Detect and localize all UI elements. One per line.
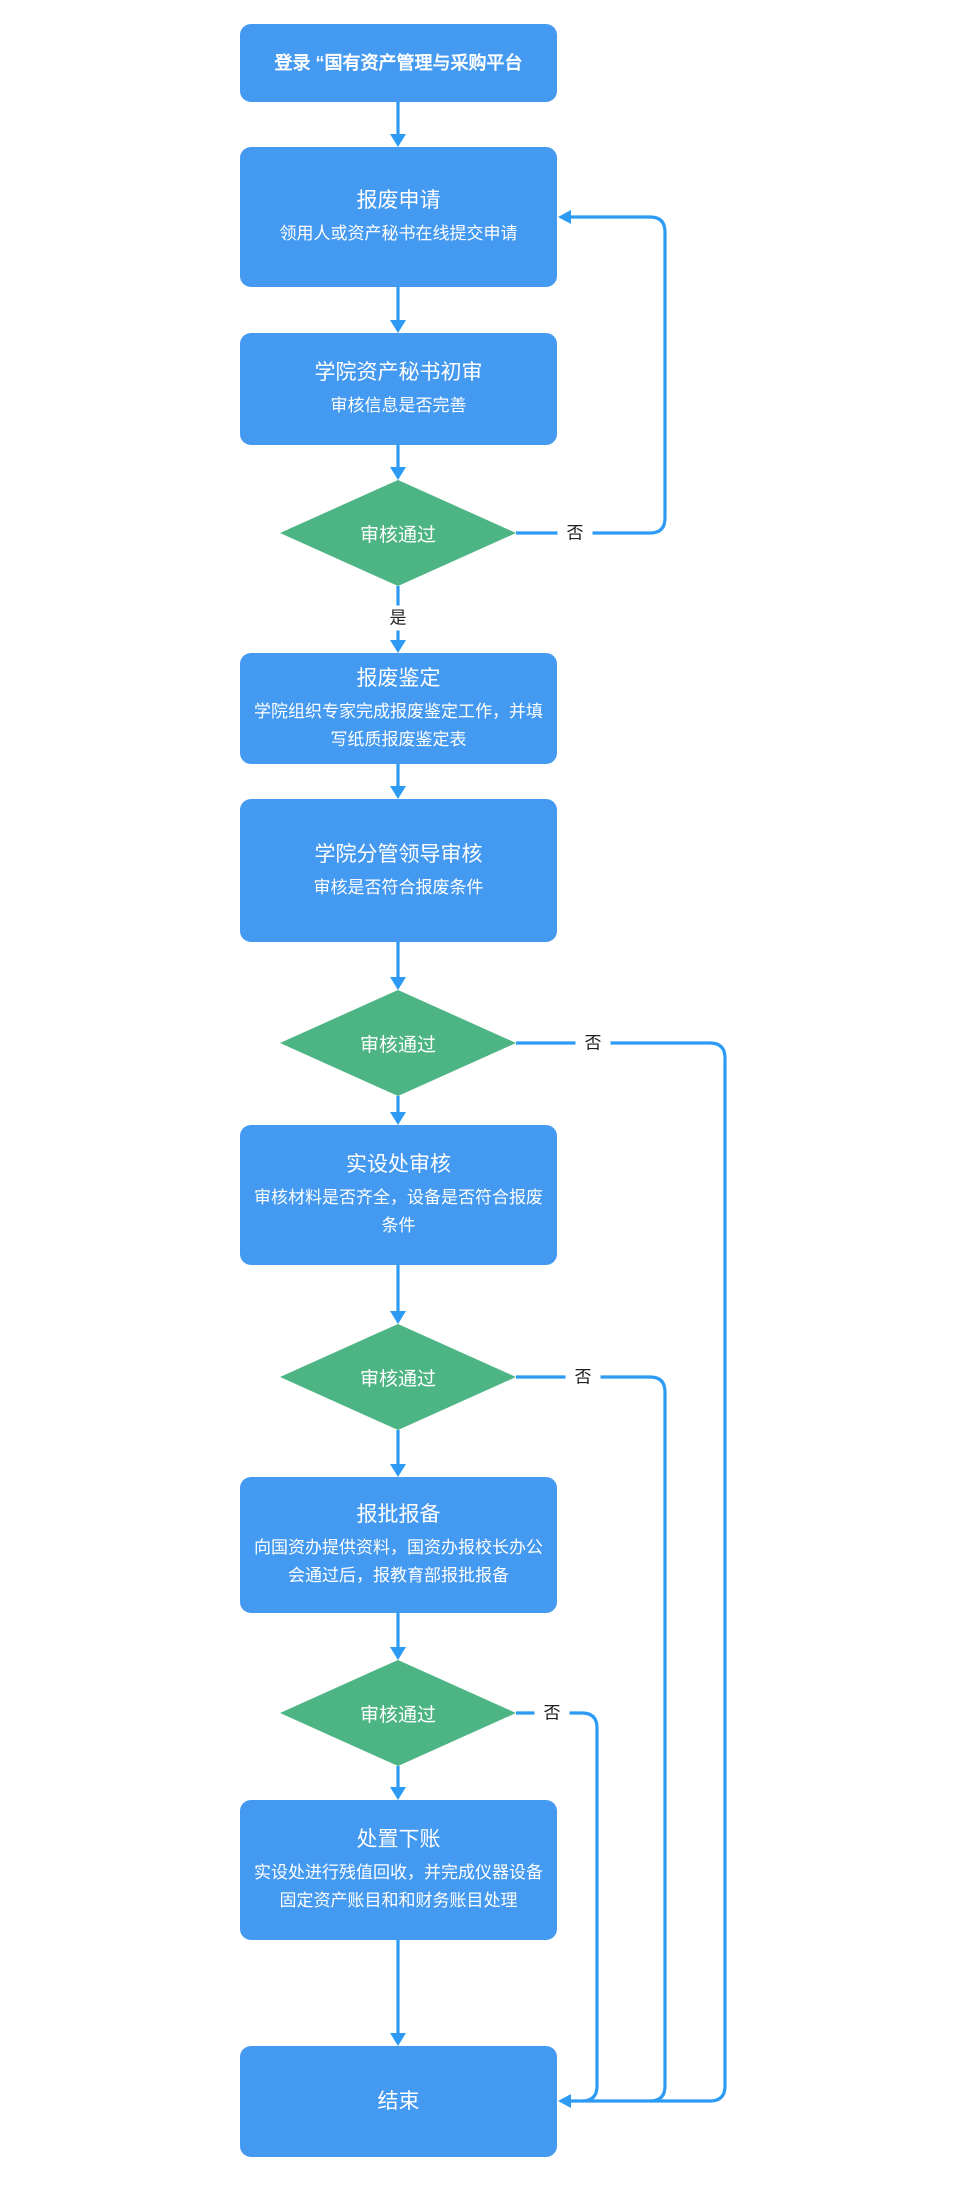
node-end: 结束: [240, 2046, 557, 2157]
node-decision-1-title: 审核通过: [359, 524, 436, 546]
branch-label-no-2: 否: [575, 1030, 611, 1056]
node-decision-2-title: 审核通过: [359, 1034, 436, 1056]
node-initial-review-title: 学院资产秘书初审: [314, 361, 483, 384]
node-login-title: 登录 “国有资产管理与采购平台: [274, 53, 523, 73]
arrowheads: [390, 134, 571, 2108]
node-appraisal-title: 报废鉴定: [356, 666, 441, 690]
node-approval-filing-subtitle: 向国资办提供资料，国资办报校长办公会通过后，报教育部报批报备: [254, 1538, 543, 1585]
branch-label-no-1: 否: [557, 520, 593, 546]
node-appraisal-subtitle: 学院组织专家完成报废鉴定工作，并填写纸质报废鉴定表: [254, 701, 543, 749]
node-appraisal: 报废鉴定 学院组织专家完成报废鉴定工作，并填写纸质报废鉴定表: [240, 653, 557, 764]
flow-connectors: [396, 102, 727, 2103]
node-leader-review-subtitle: 审核是否符合报废条件: [313, 877, 484, 897]
node-decision-3-title: 审核通过: [359, 1368, 436, 1390]
node-initial-review: 学院资产秘书初审 审核信息是否完善: [240, 333, 557, 445]
node-leader-review-title: 学院分管领导审核: [314, 842, 483, 866]
node-facility-review-title: 实设处审核: [346, 1153, 451, 1176]
node-approval-filing: 报批报备 向国资办提供资料，国资办报校长办公会通过后，报教育部报批报备: [240, 1477, 557, 1613]
node-end-title: 结束: [377, 2089, 420, 2113]
node-login: 登录 “国有资产管理与采购平台: [240, 24, 557, 102]
node-disposal-subtitle: 实设处进行残值回收，并完成仪器设备固定资产账目和和财务账目处理: [254, 1863, 543, 1910]
node-facility-review-subtitle: 审核材料是否齐全，设备是否符合报废条件: [254, 1188, 543, 1235]
node-facility-review: 实设处审核 审核材料是否齐全，设备是否符合报废条件: [240, 1125, 557, 1265]
node-scrap-apply-subtitle: 领用人或资产秘书在线提交申请: [279, 224, 518, 243]
branch-label-yes-1: 是: [380, 605, 416, 631]
node-scrap-apply-title: 报废申请: [356, 189, 441, 212]
node-leader-review: 学院分管领导审核 审核是否符合报废条件: [240, 799, 557, 942]
node-approval-filing-title: 报批报备: [356, 1503, 441, 1526]
node-initial-review-subtitle: 审核信息是否完善: [330, 396, 467, 415]
node-decision-4-title: 审核通过: [359, 1704, 436, 1726]
node-disposal: 处置下账 实设处进行残值回收，并完成仪器设备固定资产账目和和财务账目处理: [240, 1800, 557, 1940]
branch-label-no-3: 否: [565, 1364, 601, 1390]
node-scrap-apply: 报废申请 领用人或资产秘书在线提交申请: [240, 147, 557, 287]
branch-label-no-4: 否: [534, 1700, 570, 1726]
node-disposal-title: 处置下账: [356, 1828, 441, 1851]
